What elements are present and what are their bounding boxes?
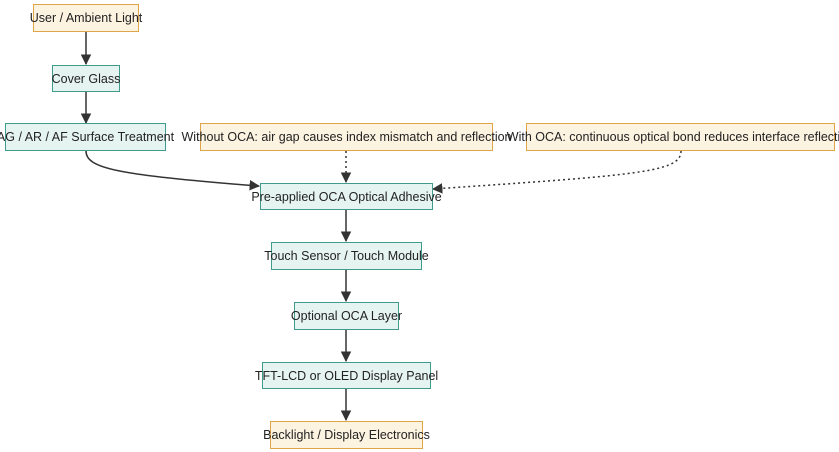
node-pre-applied-oca: Pre-applied OCA Optical Adhesive [251,183,442,210]
edge-with-to-oca [431,150,682,194]
node-with-oca-note: With OCA: continuous optical bond reduce… [507,123,839,151]
node-surface-treatment: AG / AR / AF Surface Treatment [0,123,174,151]
node-backlight-electronics: Backlight / Display Electronics [263,421,430,449]
edge-treatment-to-oca [85,150,261,191]
node-cover-glass: Cover Glass [52,65,120,92]
node-touch-sensor: Touch Sensor / Touch Module [264,242,429,270]
node-display-panel: TFT-LCD or OLED Display Panel [255,362,438,389]
node-without-oca-note: Without OCA: air gap causes index mismat… [182,123,512,151]
node-user-ambient-light: User / Ambient Light [30,4,142,32]
node-optional-oca-layer: Optional OCA Layer [291,302,402,330]
